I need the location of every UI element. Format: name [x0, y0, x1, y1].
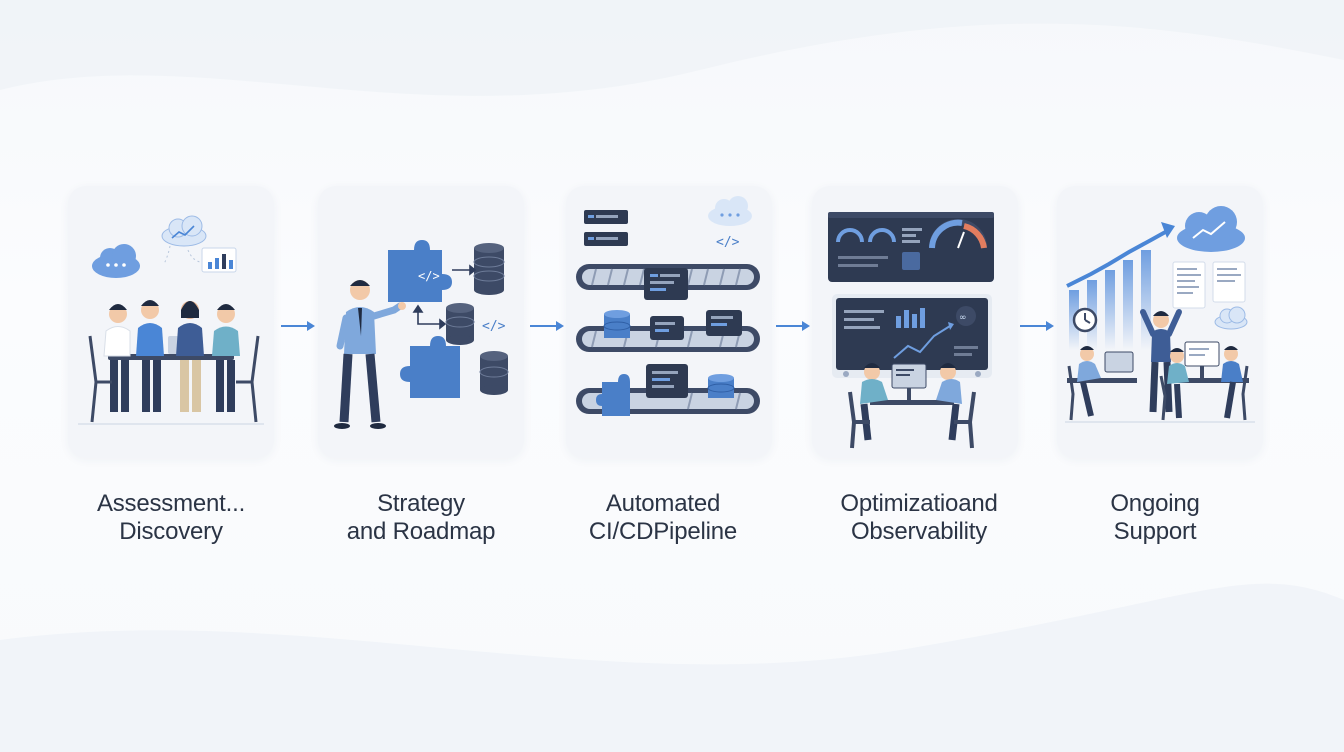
- step-label-line: Automated: [605, 490, 721, 517]
- step-label-assessment: Assessment... Discovery: [51, 490, 291, 546]
- cloud-analytics-icon: [1177, 206, 1245, 252]
- person-icon: [1077, 346, 1101, 417]
- clock-icon: [1072, 307, 1098, 333]
- support-illustration: [1065, 206, 1255, 423]
- database-icon: [479, 351, 509, 395]
- step-card-cicd: </>: [566, 186, 772, 458]
- chair-icon: [1067, 365, 1249, 421]
- step-card-strategy: </>: [318, 186, 524, 458]
- conveyor-belt: [576, 264, 760, 300]
- conveyor-belt: [576, 364, 760, 416]
- step-label-support: Ongoing Support: [1035, 490, 1275, 546]
- desk: [870, 363, 954, 405]
- code-window-icon: [584, 210, 628, 246]
- puzzle-piece-icon: </>: [388, 240, 452, 302]
- report-document: [1172, 261, 1246, 309]
- step-label-line: Ongoing: [1110, 490, 1200, 517]
- step-card-support: [1057, 186, 1263, 458]
- step-label-line: and Roadmap: [346, 518, 496, 545]
- step-label-line: Observability: [850, 518, 988, 545]
- step-label-line: Discovery: [119, 518, 223, 545]
- person-icon: [103, 304, 131, 412]
- step-label-line: CI/CDPipeline: [588, 518, 738, 545]
- conveyor-belt: [576, 310, 760, 352]
- person-icon: [212, 304, 240, 412]
- arrow-right-icon: [1020, 321, 1054, 331]
- presenter-icon: [334, 280, 406, 429]
- code-icon: </>: [716, 235, 740, 250]
- step-label-line: Strategy: [377, 490, 465, 517]
- person-icon: [1167, 348, 1189, 419]
- arrow-right-icon: [281, 321, 315, 331]
- step-label-line: Support: [1113, 518, 1197, 545]
- chair-icon: [88, 335, 260, 423]
- strategy-illustration: </>: [334, 240, 509, 429]
- step-label-line: Assessment...: [96, 490, 246, 517]
- cicd-pipeline-illustration: </>: [576, 196, 760, 416]
- dashboard-monitor: [828, 212, 994, 282]
- bar-chart-icon: [201, 247, 237, 273]
- step-card-observability: ∞: [812, 186, 1018, 458]
- person-icon: [1221, 346, 1243, 419]
- svg-text:</>: </>: [418, 269, 440, 283]
- svg-text:∞: ∞: [959, 313, 967, 323]
- step-label-observability: Optimizatioand Observability: [799, 490, 1039, 546]
- person-cheering-icon: [1140, 309, 1182, 413]
- arrow-right-icon: [776, 321, 810, 331]
- database-icon: [473, 243, 505, 295]
- person-icon: [176, 301, 204, 412]
- cloud-icon: [708, 196, 752, 226]
- team-meeting-illustration: [78, 215, 264, 425]
- person-icon: [136, 300, 164, 412]
- code-icon: </>: [482, 319, 506, 334]
- step-label-line: Optimizatioand: [840, 490, 998, 517]
- puzzle-piece-icon: [400, 336, 460, 398]
- analytics-monitor: ∞: [832, 294, 992, 378]
- cloud-icon: [92, 244, 140, 278]
- observability-illustration: ∞: [828, 212, 994, 449]
- chair-icon: [848, 391, 976, 449]
- arrow-right-icon: [530, 321, 564, 331]
- cloud-analytics-icon: [161, 215, 207, 247]
- step-label-cicd: Automated CI/CDPipeline: [543, 490, 783, 546]
- step-card-assessment: [68, 186, 274, 458]
- desk: [1067, 341, 1249, 383]
- cloud-icon: [1214, 306, 1248, 330]
- database-icon: [445, 303, 475, 345]
- step-label-strategy: Strategy and Roadmap: [301, 490, 541, 546]
